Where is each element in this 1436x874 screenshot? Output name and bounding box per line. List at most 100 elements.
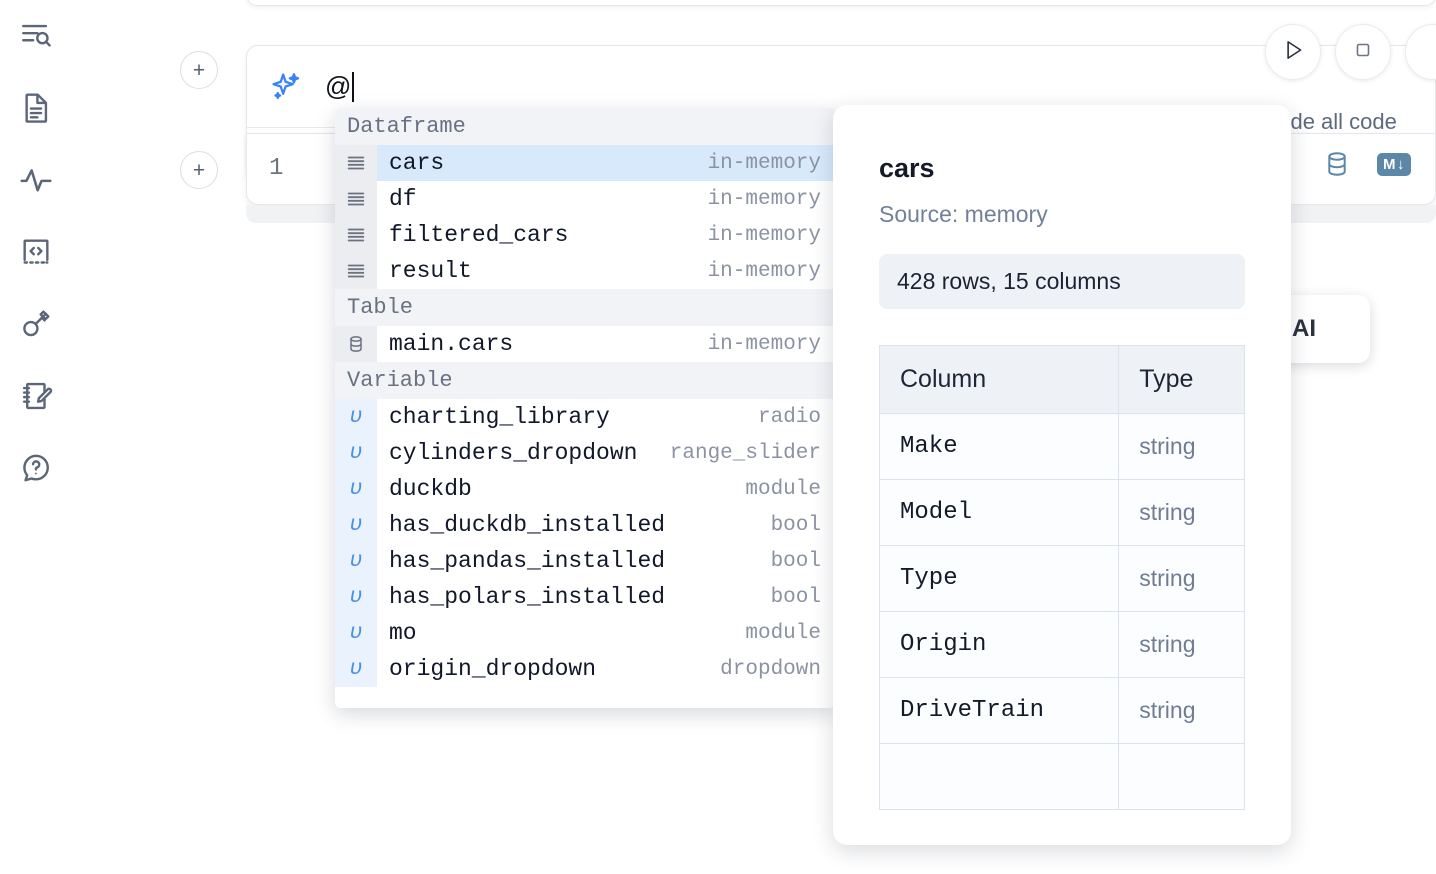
autocomplete-item-name: df [389, 186, 417, 212]
markdown-badge-letter: M [1383, 155, 1396, 173]
previous-cell-edge [246, 0, 1436, 6]
dataframe-rows-icon [335, 145, 377, 181]
column-type-cell: string [1118, 479, 1245, 546]
text-cursor [352, 71, 355, 102]
autocomplete-item-body: mo module [377, 615, 835, 651]
add-cell-button-bottom[interactable]: + [180, 151, 218, 189]
autocomplete-item-type: bool [770, 585, 821, 609]
column-type-cell: string [1118, 545, 1245, 612]
autocomplete-item-name: main.cars [389, 331, 514, 357]
file-document-icon [19, 91, 53, 125]
autocomplete-item[interactable]: υ has_polars_installed bool [335, 579, 835, 615]
plus-icon: + [192, 158, 206, 182]
autocomplete-group-header: Table [335, 289, 835, 326]
autocomplete-item-name: mo [389, 620, 417, 646]
column-type-cell [1118, 743, 1245, 810]
doc-shape-badge: 428 rows, 15 columns [879, 254, 1245, 309]
autocomplete-item-name: duckdb [389, 476, 472, 502]
autocomplete-item-type: bool [770, 549, 821, 573]
doc-source: Source: memory [879, 201, 1048, 227]
column-type-cell: string [1118, 413, 1245, 480]
sidebar-item-help[interactable] [14, 446, 58, 490]
column-name-cell: Model [878, 479, 1120, 546]
column-name-cell: Type [878, 545, 1120, 612]
autocomplete-item-name: cars [377, 150, 708, 176]
sidebar-item-variables[interactable] [14, 158, 58, 202]
table-row [878, 743, 1245, 810]
autocomplete-group-header: Variable [335, 362, 835, 399]
stop-button[interactable] [1335, 24, 1391, 80]
run-button[interactable] [1265, 24, 1321, 80]
code-cell-icons: M↓ [1323, 150, 1411, 178]
outline-search-icon [19, 19, 53, 53]
autocomplete-item-type: in-memory [707, 332, 821, 356]
help-chat-icon [19, 451, 53, 485]
table-header-cell: Type [1118, 345, 1245, 414]
autocomplete-item-type: range_slider [669, 441, 821, 465]
sidebar-item-outline[interactable] [14, 14, 58, 58]
autocomplete-item-name: filtered_cars [389, 222, 569, 248]
autocomplete-item-body: has_polars_installed bool [377, 579, 835, 615]
sidebar-item-snippets[interactable] [14, 230, 58, 274]
autocomplete-item-name: has_polars_installed [389, 584, 666, 610]
autocomplete-item-name: cylinders_dropdown [389, 440, 638, 466]
database-table-icon [335, 326, 377, 362]
autocomplete-item-type: bool [770, 513, 821, 537]
autocomplete-item-body: main.cars in-memory [377, 326, 835, 362]
dataframe-rows-icon [335, 253, 377, 289]
sidebar-item-files[interactable] [14, 86, 58, 130]
database-icon[interactable] [1323, 150, 1351, 178]
variable-upsilon-icon: υ [335, 435, 377, 471]
autocomplete-item-name: charting_library [389, 404, 610, 430]
markdown-icon[interactable]: M↓ [1377, 152, 1411, 176]
autocomplete-item-type: module [745, 621, 821, 645]
sidebar-item-secrets[interactable] [14, 302, 58, 346]
doc-title: cars [879, 153, 935, 183]
autocomplete-item-name: result [389, 258, 472, 284]
ai-prompt-input-value[interactable]: @ [325, 71, 352, 101]
line-number: 1 [269, 155, 284, 182]
activity-pulse-icon [18, 162, 54, 198]
variable-upsilon-icon: υ [335, 471, 377, 507]
autocomplete-item-type: module [745, 477, 821, 501]
autocomplete-item-name: has_duckdb_installed [389, 512, 666, 538]
add-cell-button-top[interactable]: + [180, 51, 218, 89]
dataframe-rows-icon [335, 217, 377, 253]
variable-upsilon-icon: υ [335, 579, 377, 615]
documentation-panel: cars Source: memory 428 rows, 15 columns… [833, 105, 1291, 845]
column-type-cell: string [1118, 611, 1245, 678]
more-actions-button[interactable] [1405, 24, 1436, 80]
sidebar-item-scratchpad[interactable] [14, 374, 58, 418]
autocomplete-item-body: has_duckdb_installed bool [377, 507, 835, 543]
column-name-cell [878, 743, 1120, 810]
autocomplete-item-type: in-memory [707, 151, 821, 175]
autocomplete-item[interactable]: υ cylinders_dropdown range_slider [335, 435, 835, 471]
column-name-cell: DriveTrain [878, 677, 1120, 744]
column-name-cell: Origin [878, 611, 1120, 678]
code-brackets-icon [19, 235, 53, 269]
sidebar-rail [0, 0, 72, 874]
autocomplete-item[interactable]: main.cars in-memory [335, 326, 835, 362]
